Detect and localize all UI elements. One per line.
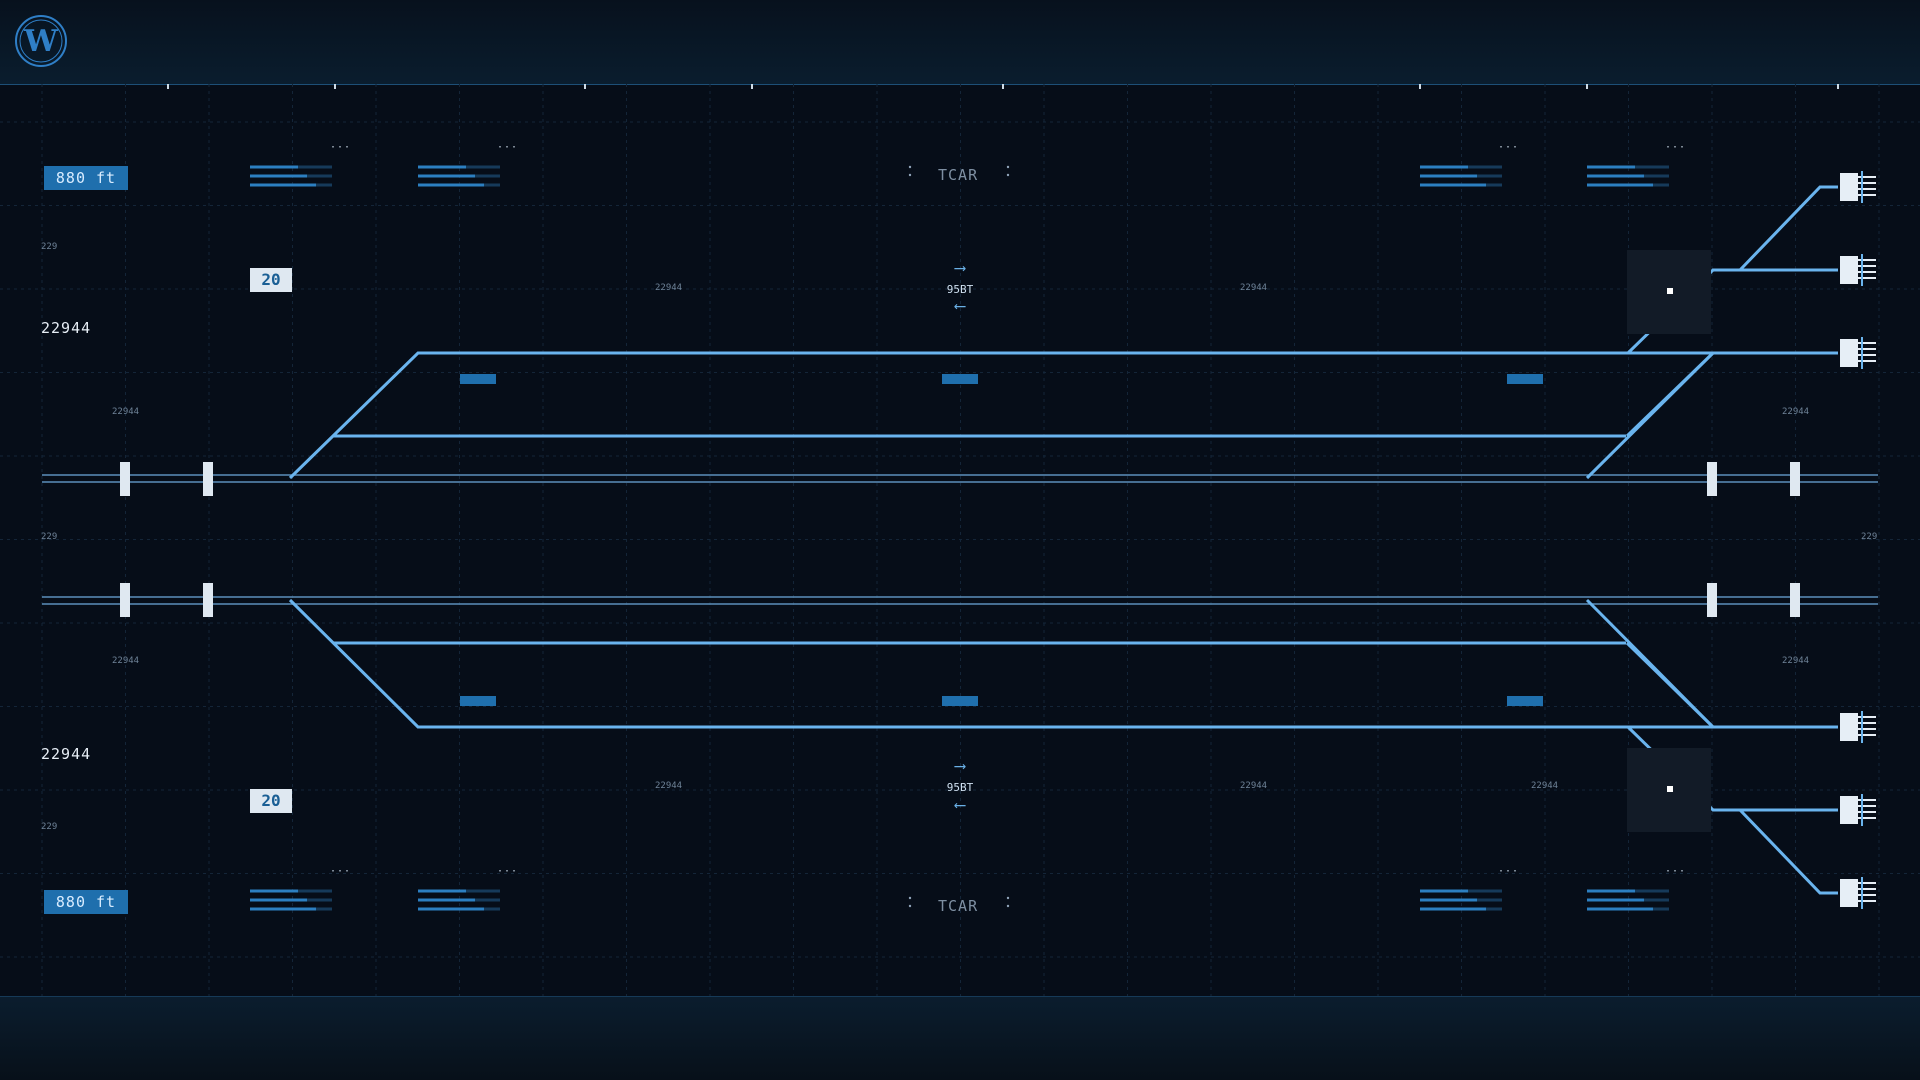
- switch-indicator: [1667, 786, 1673, 792]
- post-id: 229: [1861, 532, 1878, 542]
- top-tcar-label: TCAR: [938, 166, 979, 184]
- station-id: 22944: [1531, 781, 1559, 791]
- tcar-marker: [1006, 896, 1010, 900]
- siding-track: [288, 598, 1838, 729]
- tcar-marker: [1006, 904, 1010, 908]
- block-marker: [1790, 462, 1800, 496]
- siding-track: [288, 351, 1838, 480]
- bottom-distance-badge: 880 ft: [44, 890, 128, 914]
- buffer-stop-icon: [1840, 711, 1876, 743]
- block-marker: [120, 462, 130, 496]
- buffer-stop-icon: [1840, 337, 1876, 369]
- station-id: 22944: [655, 781, 683, 791]
- siding-track: [1713, 185, 1838, 272]
- station-id: 22944: [1240, 283, 1268, 293]
- siding-track: [1625, 351, 1715, 438]
- bottom-signal-badge[interactable]: 20: [250, 789, 292, 813]
- siding-tag: [942, 696, 978, 706]
- bottom-arrow-right-icon: ⟶: [955, 756, 965, 775]
- overflow-menu[interactable]: ···: [330, 142, 352, 153]
- block-marker: [203, 583, 213, 617]
- overflow-menu[interactable]: ···: [1665, 866, 1687, 877]
- overflow-menu[interactable]: ···: [330, 866, 352, 877]
- top-arrow-left-icon: ⟵: [955, 296, 965, 315]
- bottom-bar: [0, 996, 1920, 1080]
- tcar-marker: [1006, 165, 1010, 169]
- block-marker: [120, 583, 130, 617]
- siding-tag: [460, 696, 496, 706]
- bottom-direction-label: 95BT: [946, 781, 974, 794]
- siding-tag: [1507, 374, 1543, 384]
- station-id: 22944: [1782, 656, 1810, 666]
- siding-tag: [942, 374, 978, 384]
- buffer-stop-icon: [1840, 877, 1876, 909]
- block-marker: [1790, 583, 1800, 617]
- bottom-track-id: 22944: [41, 745, 92, 763]
- block-marker: [203, 462, 213, 496]
- station-id: 22944: [112, 656, 140, 666]
- switch-indicator: [1667, 288, 1673, 294]
- buffer-stop-icon: [1840, 794, 1876, 826]
- tcar-marker: [908, 896, 912, 900]
- siding-track: [1713, 808, 1838, 895]
- overflow-menu[interactable]: ···: [1498, 866, 1520, 877]
- top-distance-badge: 880 ft: [44, 166, 128, 190]
- post-id: 229: [41, 822, 58, 832]
- top-arrow-right-icon: ⟶: [955, 258, 965, 277]
- tcar-marker: [1006, 173, 1010, 177]
- top-bar: [0, 0, 1920, 85]
- top-direction-label: 95BT: [946, 283, 974, 296]
- block-marker: [1707, 583, 1717, 617]
- overflow-menu[interactable]: ···: [497, 866, 519, 877]
- block-marker: [1707, 462, 1717, 496]
- top-signal-badge[interactable]: 20: [250, 268, 292, 292]
- overflow-menu[interactable]: ···: [1498, 142, 1520, 153]
- station-id: 22944: [1782, 407, 1810, 417]
- tcar-marker: [908, 165, 912, 169]
- bottom-tcar-label: TCAR: [938, 897, 979, 915]
- logo-icon[interactable]: W: [14, 14, 68, 68]
- logo-letter: W: [23, 24, 59, 59]
- siding-tag: [460, 374, 496, 384]
- post-id: 229: [41, 532, 58, 542]
- bottom-arrow-left-icon: ⟵: [955, 795, 965, 814]
- buffer-stop-icon: [1840, 254, 1876, 286]
- station-id: 22944: [1240, 781, 1268, 791]
- tcar-marker: [908, 904, 912, 908]
- top-track-id: 22944: [41, 319, 92, 337]
- post-id: 229: [41, 242, 58, 252]
- station-id: 22944: [112, 407, 140, 417]
- buffer-stop-icon: [1840, 171, 1876, 203]
- tcar-marker: [908, 173, 912, 177]
- siding-track: [1625, 641, 1715, 729]
- overflow-menu[interactable]: ···: [497, 142, 519, 153]
- station-id: 22944: [655, 283, 683, 293]
- overflow-menu[interactable]: ···: [1665, 142, 1687, 153]
- siding-tag: [1507, 696, 1543, 706]
